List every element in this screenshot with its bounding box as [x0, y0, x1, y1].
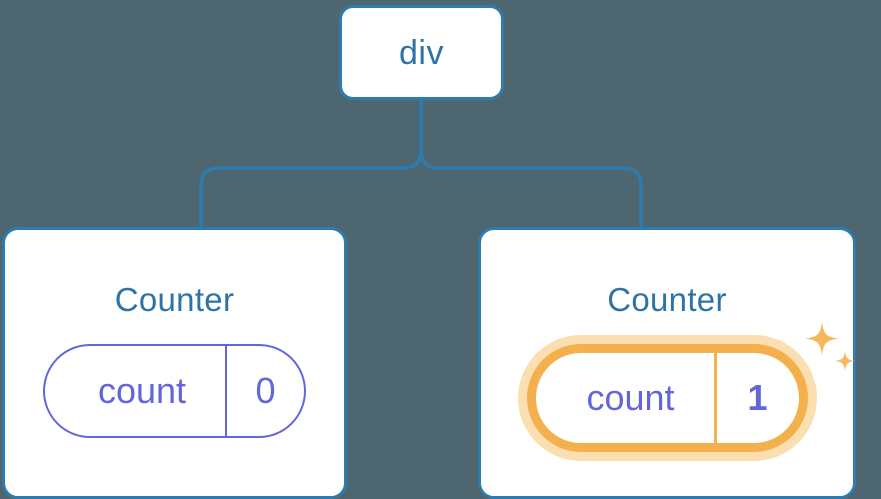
state-pill-wrap-left: count 0: [43, 344, 306, 438]
state-pill-left-key: count: [97, 370, 187, 411]
sparkle-small-icon: [834, 351, 855, 371]
node-counter-left[interactable]: Counter count 0: [2, 227, 347, 499]
node-div[interactable]: div: [339, 5, 504, 100]
state-pill-left[interactable]: count 0: [43, 344, 306, 438]
node-counter-right-title: Counter: [607, 281, 727, 318]
state-pill-right[interactable]: count 1: [526, 344, 808, 452]
state-pill-wrap-right: count 1: [526, 322, 855, 452]
state-pill-right-key: count: [586, 377, 675, 418]
node-counter-right[interactable]: Counter count 1: [478, 227, 856, 499]
state-pill-left-value: 0: [225, 346, 304, 436]
state-pill-right-value: 1: [713, 353, 799, 443]
node-counter-left-title: Counter: [114, 281, 235, 318]
node-div-label: div: [399, 33, 444, 72]
sparkle-group: [804, 322, 855, 371]
sparkle-icon: [804, 322, 839, 356]
